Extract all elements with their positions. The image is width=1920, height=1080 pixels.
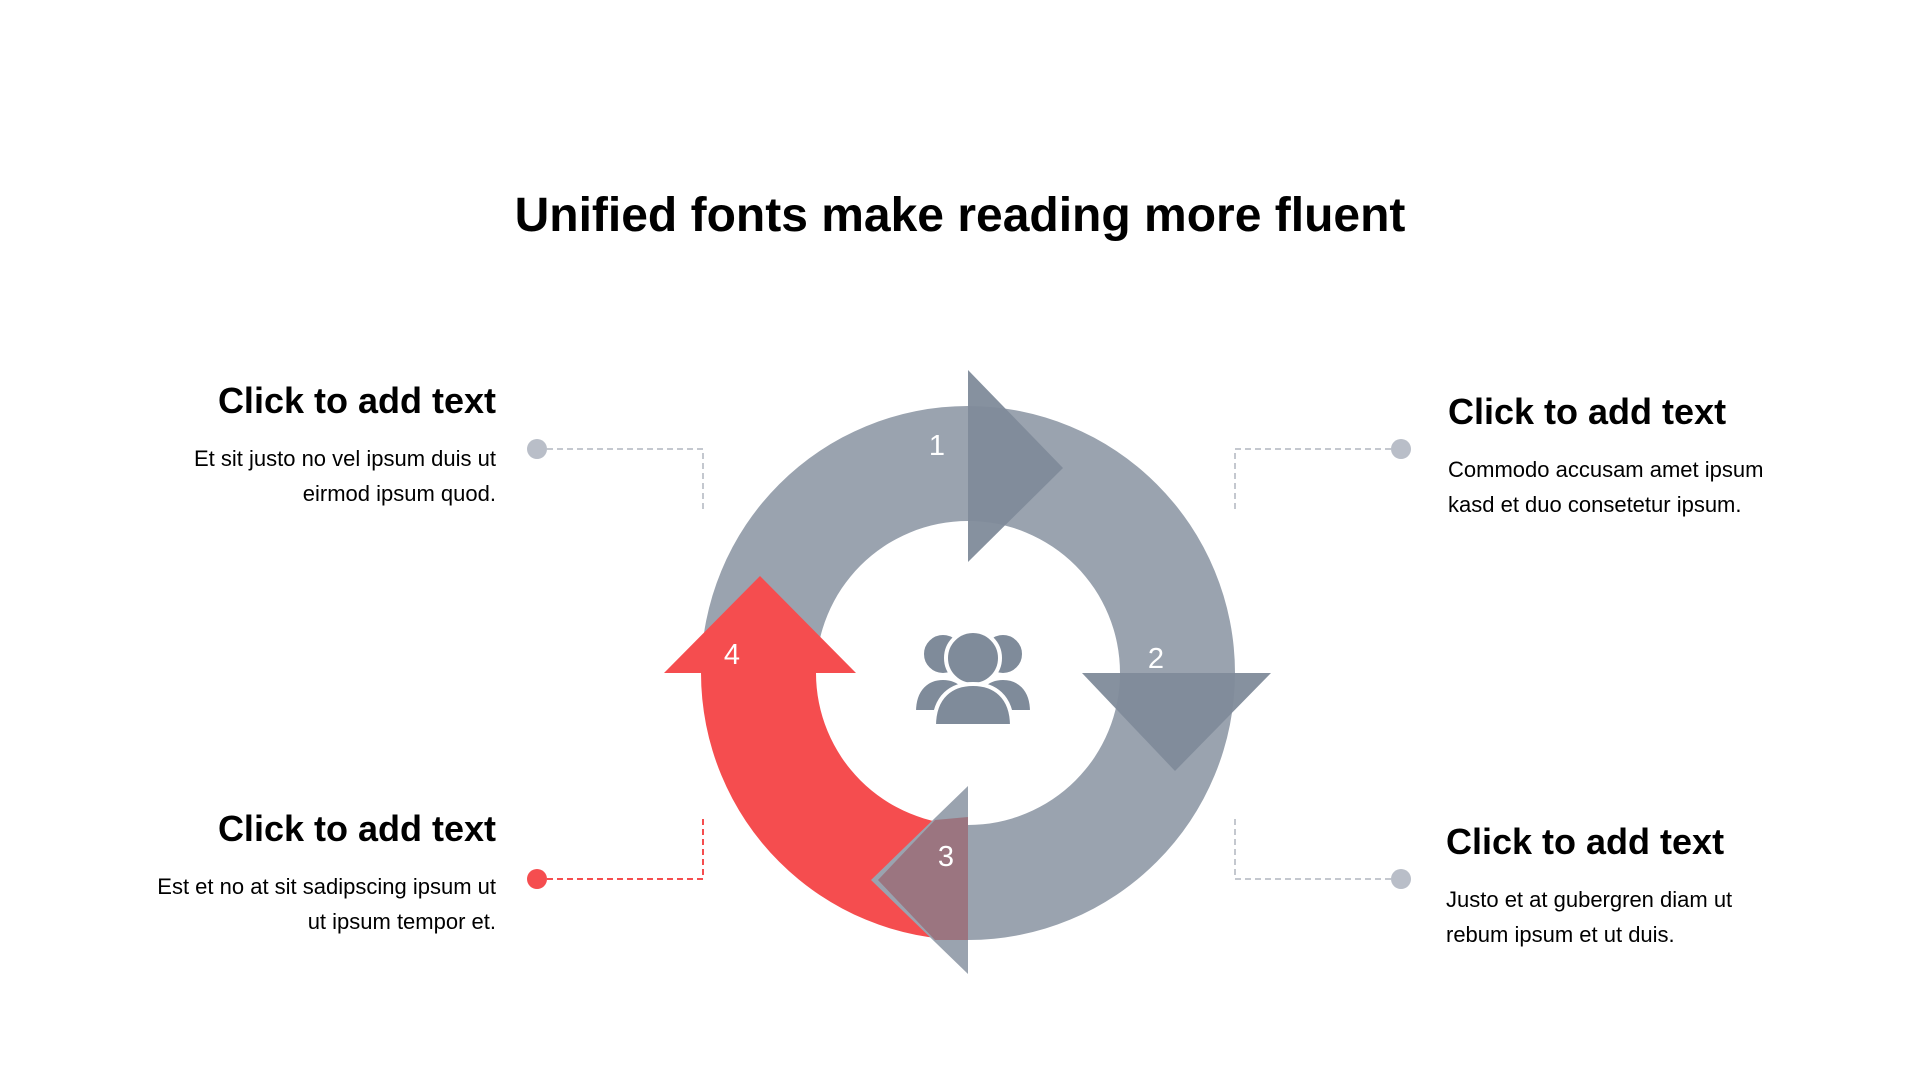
arrowhead-1 [968, 370, 1063, 562]
cycle-ring-segment-grey [968, 406, 1235, 940]
connector-dot-3 [527, 869, 547, 889]
page-title: Unified fonts make reading more fluent [514, 189, 1406, 242]
block-body-1[interactable]: Et sit justo no vel ipsum duis ut eirmod… [193, 446, 496, 506]
arrowhead-3-overlap [878, 817, 968, 940]
connector-line-4 [1234, 816, 1401, 880]
step-number-2: 2 [1148, 643, 1164, 675]
text-block-4[interactable]: Click to add text Justo et at gubergren … [1446, 820, 1920, 952]
block-heading-3[interactable]: Click to add text [217, 808, 496, 849]
block-body-3[interactable]: Est et no at sit sadipscing ipsum ut ut … [157, 874, 496, 934]
block-heading-2[interactable]: Click to add text [1448, 391, 1727, 432]
block-heading-1[interactable]: Click to add text [217, 380, 496, 421]
block-heading-4[interactable]: Click to add text [1446, 821, 1725, 862]
connector-dot-1 [527, 439, 547, 459]
connector-dot-4 [1391, 869, 1411, 889]
text-block-3[interactable]: Click to add text Est et no at sit sadip… [16, 807, 496, 939]
arrowhead-4 [664, 576, 856, 673]
step-number-1: 1 [929, 430, 945, 462]
text-block-1[interactable]: Click to add text Et sit justo no vel ip… [16, 379, 496, 511]
connector-line-3 [537, 816, 704, 880]
step-number-3: 3 [938, 841, 954, 873]
connector-line-1 [537, 448, 704, 512]
connector-line-2 [1234, 448, 1401, 512]
arrowhead-2 [1082, 673, 1271, 771]
connector-dot-2 [1391, 439, 1411, 459]
step-number-4: 4 [724, 639, 740, 671]
block-body-4[interactable]: Justo et at gubergren diam ut rebum ipsu… [1446, 887, 1733, 947]
user-group-icon [911, 629, 1035, 728]
block-body-2[interactable]: Commodo accusam amet ipsum kasd et duo c… [1448, 457, 1764, 517]
text-block-2[interactable]: Click to add text Commodo accusam amet i… [1448, 390, 1920, 522]
